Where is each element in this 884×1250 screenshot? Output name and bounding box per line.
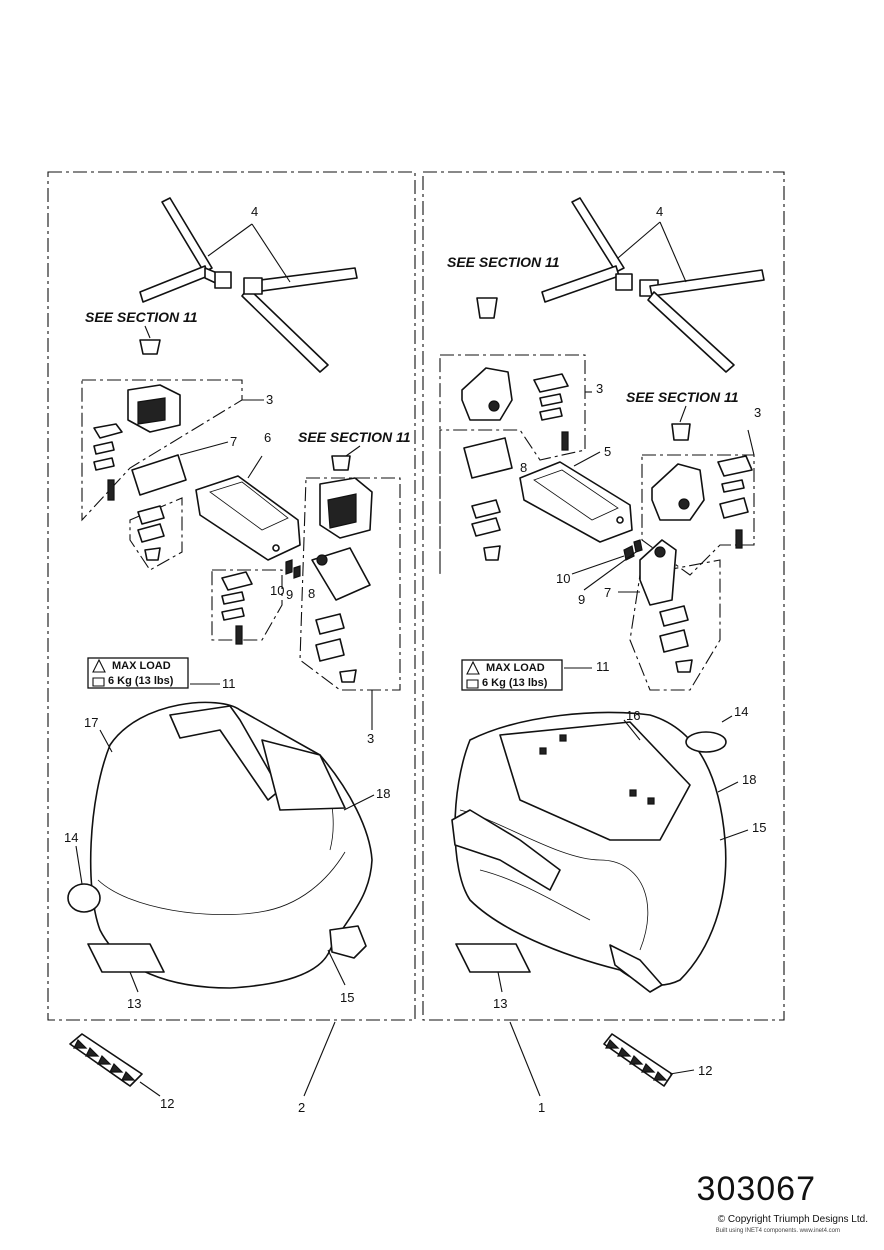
left-clip-parts: [221, 571, 253, 645]
left-upper-latch: [93, 384, 181, 501]
callout-11-left: 11: [222, 676, 236, 691]
left-reflector-part-14: [67, 883, 101, 913]
right-upper-latch: [461, 367, 569, 451]
right-warning-line1: MAX LOAD: [486, 662, 545, 674]
left-warning-line1: MAX LOAD: [112, 660, 171, 672]
left-reflective-strip-part-12: [69, 1033, 143, 1087]
right-warning-label-part-11: MAX LOAD 6 Kg (13 lbs): [461, 659, 563, 691]
callout-3-right-mid: 3: [754, 405, 761, 420]
left-screw-part-10: [285, 559, 293, 575]
left-lower-plates: [315, 613, 357, 683]
callout-12-left: 12: [160, 1096, 174, 1111]
callout-13-left: 13: [127, 996, 141, 1011]
callout-6-left: 6: [264, 430, 271, 445]
right-bracket-part-7: [639, 539, 677, 606]
callout-3-right-upper: 3: [596, 381, 603, 396]
left-panel-border: [47, 171, 416, 1021]
right-lower-group-outline: [629, 559, 721, 691]
left-upper-group-outline: [81, 379, 243, 522]
callout-12-right: 12: [698, 1063, 712, 1078]
callout-11-right: 11: [596, 659, 610, 674]
callout-2: 2: [298, 1100, 305, 1115]
callout-7-left: 7: [230, 434, 237, 449]
callout-9-left: 9: [286, 587, 293, 602]
right-warning-line2: 6 Kg (13 lbs): [482, 677, 548, 689]
right-grommet-mid: [671, 423, 691, 441]
left-handle-part-6: [195, 475, 301, 561]
right-pannier-case: [451, 711, 727, 993]
right-grommet-top: [476, 297, 498, 319]
right-reflector-part-14: [685, 731, 727, 753]
built-with-text: Built using INET4 components. www.inet4.…: [715, 1228, 840, 1234]
right-bracket-part-8: [463, 437, 513, 479]
left-plates: [137, 505, 165, 561]
callout-1: 1: [538, 1100, 545, 1115]
left-grommet-mid: [331, 455, 351, 471]
left-frame-part-4: [139, 197, 358, 373]
left-clip-group-outline: [211, 569, 283, 641]
right-frame-part-4: [541, 197, 765, 373]
see-section-left-2: SEE SECTION 11: [298, 429, 411, 445]
callout-16-right: 16: [626, 708, 640, 723]
left-grommet-top: [139, 339, 161, 355]
right-lower-latch: [651, 455, 753, 549]
right-panel-border: [422, 171, 785, 1021]
right-washer-part-9: [633, 539, 643, 553]
left-warning-line2: 6 Kg (13 lbs): [108, 675, 174, 687]
callout-9-right: 9: [578, 592, 585, 607]
diagram-number: 303067: [696, 1170, 816, 1208]
left-pad-part-13: [87, 943, 165, 973]
right-upper-plates: [471, 499, 501, 561]
left-bracket-part-7: [131, 454, 187, 496]
callout-10-left: 10: [270, 583, 284, 598]
callout-3-left-lower: 3: [367, 731, 374, 746]
callout-15-right: 15: [752, 820, 766, 835]
callout-8-left: 8: [308, 586, 315, 601]
callout-5-right: 5: [604, 444, 611, 459]
see-section-right-1: SEE SECTION 11: [447, 254, 560, 270]
callout-15-left: 15: [340, 990, 354, 1005]
callout-14-right: 14: [734, 704, 748, 719]
callout-18-left: 18: [376, 786, 390, 801]
callout-10-right: 10: [556, 571, 570, 586]
callout-4-right: 4: [656, 204, 663, 219]
callout-3-left-upper: 3: [266, 392, 273, 407]
right-handle-part-5: [519, 461, 633, 543]
callout-17-left: 17: [84, 715, 98, 730]
callout-8-right: 8: [520, 460, 527, 475]
right-lower-plates: [659, 605, 693, 673]
see-section-left-1: SEE SECTION 11: [85, 309, 198, 325]
left-pannier-case: [89, 701, 373, 989]
callout-4-left: 4: [251, 204, 258, 219]
callout-18-right: 18: [742, 772, 756, 787]
copyright-text: © Copyright Triumph Designs Ltd.: [717, 1214, 868, 1225]
left-right-group-outline: [299, 477, 401, 691]
callout-13-right: 13: [493, 996, 507, 1011]
right-pad-part-13: [455, 943, 531, 973]
left-lower-latch: [311, 477, 373, 601]
see-section-right-2: SEE SECTION 11: [626, 389, 739, 405]
left-warning-label-part-11: MAX LOAD 6 Kg (13 lbs): [87, 657, 189, 689]
left-small-group-outline: [129, 497, 183, 571]
right-reflective-strip-part-12: [603, 1033, 673, 1087]
callout-14-left: 14: [64, 830, 78, 845]
right-screw-part-10: [623, 545, 635, 561]
callout-7-right: 7: [604, 585, 611, 600]
right-upper-group-outline: [439, 354, 586, 575]
left-washer-part-9: [293, 565, 301, 579]
